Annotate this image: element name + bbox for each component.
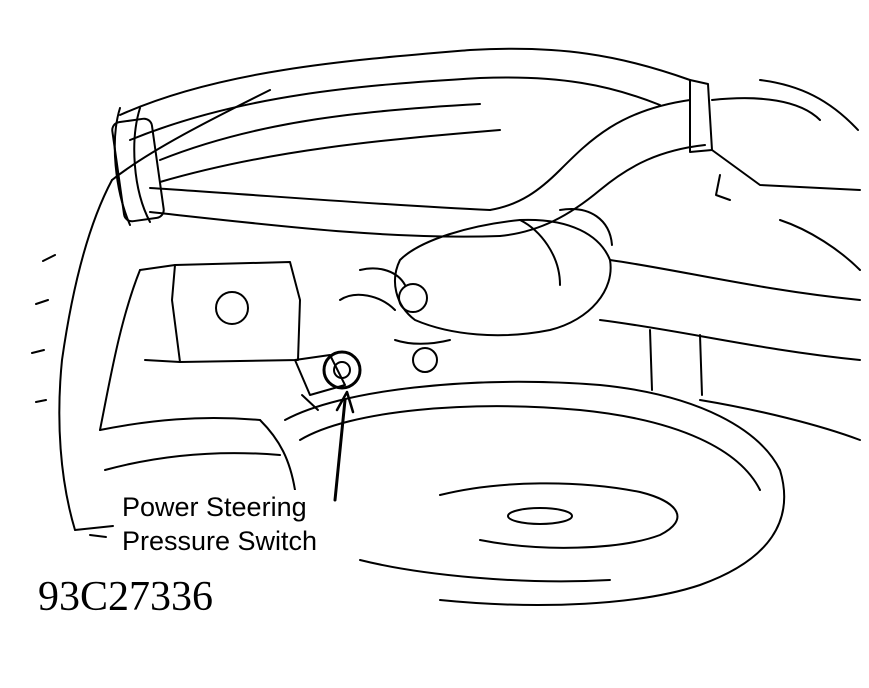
- mounting-bracket: [99, 261, 301, 431]
- callout-leader: [333, 390, 355, 502]
- figure-id: 93C27336: [38, 574, 214, 620]
- callout-label: Power Steering Pressure Switch: [118, 490, 322, 558]
- lower-body-lines: [99, 417, 296, 491]
- fender-outline: [31, 89, 271, 538]
- callout-line-2: Pressure Switch: [122, 526, 318, 556]
- hose-clamp: [111, 117, 165, 223]
- engine-block-lines: [599, 219, 861, 441]
- pump-housing: [339, 208, 613, 373]
- hose-bundle: [113, 47, 706, 238]
- upper-elbow: [689, 79, 861, 201]
- callout-line-1: Power Steering: [122, 492, 307, 522]
- pulley-disk: [284, 380, 786, 606]
